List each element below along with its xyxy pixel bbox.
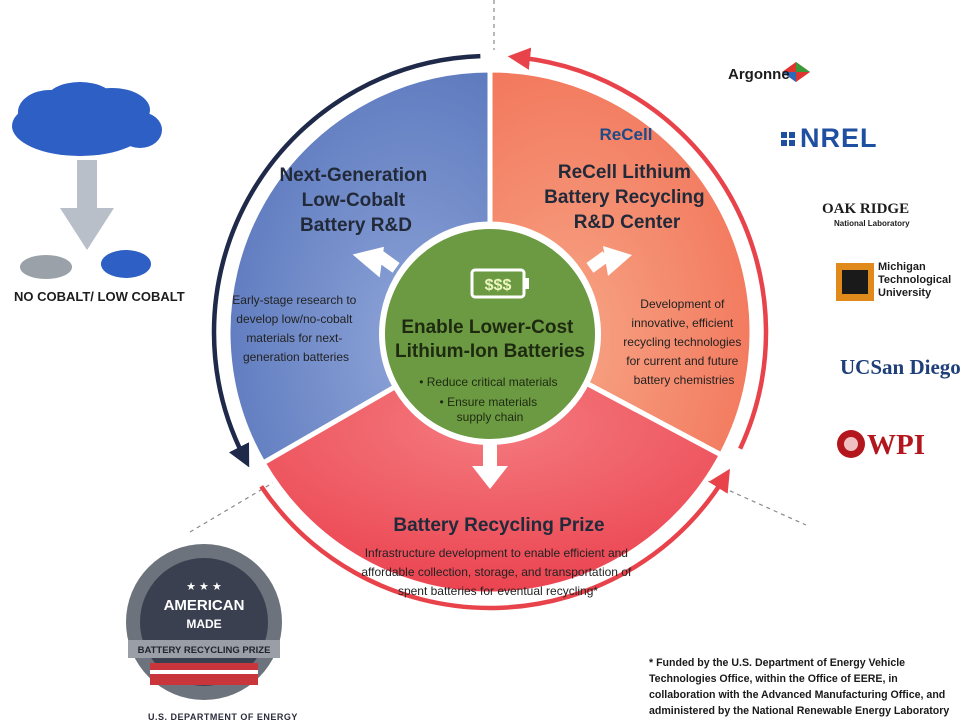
badge-stars: ★ ★ ★ [186,581,222,593]
michigan-tech-logo-icon [836,263,874,301]
recell-title: ReCell Lithium Battery Recycling R&D Cen… [544,162,710,233]
no-cobalt-label: NO COBALT/ LOW COBALT [14,289,185,304]
rd-title-line: Low-Cobalt [302,190,406,211]
badge-middle-text: MADE [186,617,221,631]
badge-ribbon-text: BATTERY RECYCLING PRIZE [138,645,271,656]
arrow-to-rd-icon [352,246,400,278]
recell-title-line: R&D Center [574,212,681,233]
center-bullets: • Reduce critical materials • Ensure mat… [419,375,561,424]
recell-description-line: for current and future [626,354,738,368]
rd-description-line: Early-stage research to [232,293,356,307]
argonne-logo-icon [782,62,810,82]
recell-description-line: Development of [640,297,725,311]
center-bullet: supply chain [457,410,524,424]
badge-top-text: AMERICAN [164,597,245,614]
cobalt-cloud-icon [12,82,162,156]
nrel-logo-icon [781,132,795,146]
argonne-logo: Argonne [728,66,790,83]
prize-description-line: affordable collection, storage, and tran… [361,565,632,579]
center-bullet: • Reduce critical materials [419,375,557,389]
divider-right [707,480,807,526]
center-title-line: Lithium-Ion Batteries [395,341,585,362]
rd-description: Early-stage research to develop low/no-c… [232,293,359,364]
rd-title-line: Next-Generation [279,165,427,186]
ucsd-logo: UCSan Diego [840,355,961,379]
prize-title-line: Battery Recycling Prize [393,515,604,536]
american-made-badge: AMERICAN MADE BATTERY RECYCLING PRIZE ★ … [126,544,282,700]
down-arrow-icon [60,160,114,250]
center-title-line: Enable Lower-Cost [401,317,574,338]
rd-description-line: develop low/no-cobalt [236,312,353,326]
funding-footnote: * Funded by the U.S. Department of Energ… [649,657,950,717]
oakridge-logo-name: OAK RIDGE [822,201,910,217]
recell-description-line: battery chemistries [634,373,735,387]
michigan-tech-logo-line: Michigan [878,261,926,273]
rd-title: Next-Generation Low-Cobalt Battery R&D [279,165,432,236]
center-title: Enable Lower-Cost Lithium-Ion Batteries [395,317,585,362]
doe-label: U.S. DEPARTMENT OF ENERGY [148,712,298,722]
recell-description-line: recycling technologies [623,335,741,349]
nrel-logo: NREL [800,123,878,153]
battery-dollar-text: $$$ [485,277,512,294]
recell-title-line: ReCell Lithium [558,162,691,183]
cobalt-small-piles-icon [20,250,151,279]
recell-title-line: Battery Recycling [544,187,705,208]
rd-description-line: materials for next- [246,331,342,345]
wpi-logo-icon [837,430,865,458]
recell-description-line: innovative, efficient [631,316,734,330]
prize-title: Battery Recycling Prize [393,515,604,536]
cycle-arrow-bottom [259,468,731,611]
oakridge-logo-sub: National Laboratory [834,219,910,228]
prize-description-line: Infrastructure development to enable eff… [365,546,628,560]
michigan-tech-logo-line: University [878,287,932,299]
recell-logo: ReCell [600,125,653,144]
prize-description-line: spent batteries for eventual recycling* [398,584,598,598]
battery-icon: $$$ [470,268,529,299]
recell-description: Development of innovative, efficient rec… [623,297,744,387]
rd-description-line: generation batteries [243,350,349,364]
arrow-to-prize-icon [472,438,508,489]
michigan-tech-logo-line: Technological [878,274,952,286]
wpi-logo: WPI [867,429,925,461]
cycle-arrow-right [507,47,769,450]
rd-title-line: Battery R&D [300,215,412,236]
center-circle [379,223,601,445]
prize-description: Infrastructure development to enable eff… [361,546,634,598]
arrow-to-recell-icon [586,246,632,276]
center-bullet: • Ensure materials [440,395,538,409]
cycle-arrow-left [211,53,481,468]
